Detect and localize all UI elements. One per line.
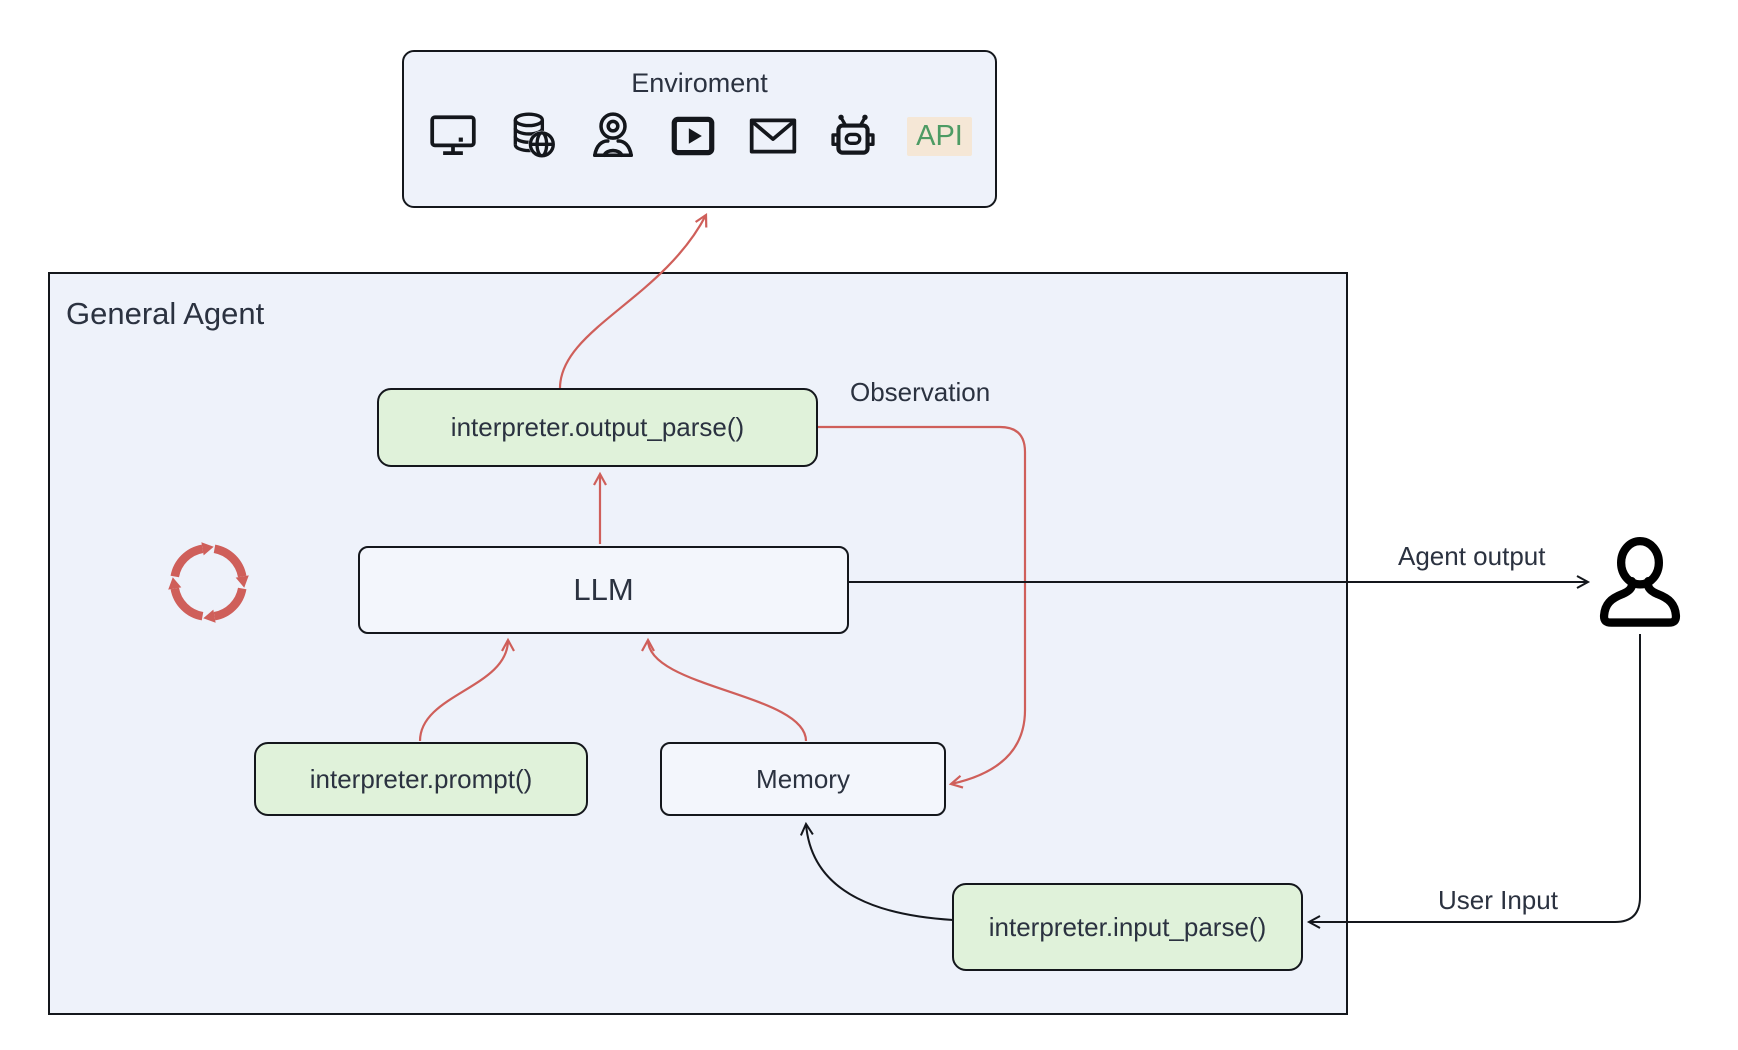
robot-icon [831, 114, 875, 155]
user-input-label: User Input [1438, 885, 1558, 915]
node-input-parse: interpreter.input_parse() [952, 883, 1303, 971]
email-icon [749, 118, 797, 154]
environment-icon-row: API [404, 110, 995, 162]
monitor-icon [430, 115, 476, 156]
environment-title: Enviroment [631, 68, 768, 98]
observation-label: Observation [850, 377, 991, 407]
webcam-icon [593, 112, 634, 158]
api-badge: API [907, 116, 972, 156]
node-llm: LLM [358, 546, 849, 634]
cycle-refresh-icon [168, 542, 249, 623]
node-output-parse: interpreter.output_parse() [377, 388, 818, 467]
node-memory: Memory [660, 742, 946, 816]
environment-box: Enviroment [402, 50, 997, 208]
general-agent-title: General Agent [66, 296, 265, 331]
connector-user-to-inputparse [1306, 634, 1641, 929]
agent-output-label: Agent output [1398, 541, 1546, 571]
video-player-icon [671, 116, 715, 156]
node-prompt: interpreter.prompt() [254, 742, 588, 816]
user-person-icon [1599, 537, 1681, 627]
database-globe-icon [513, 112, 556, 158]
